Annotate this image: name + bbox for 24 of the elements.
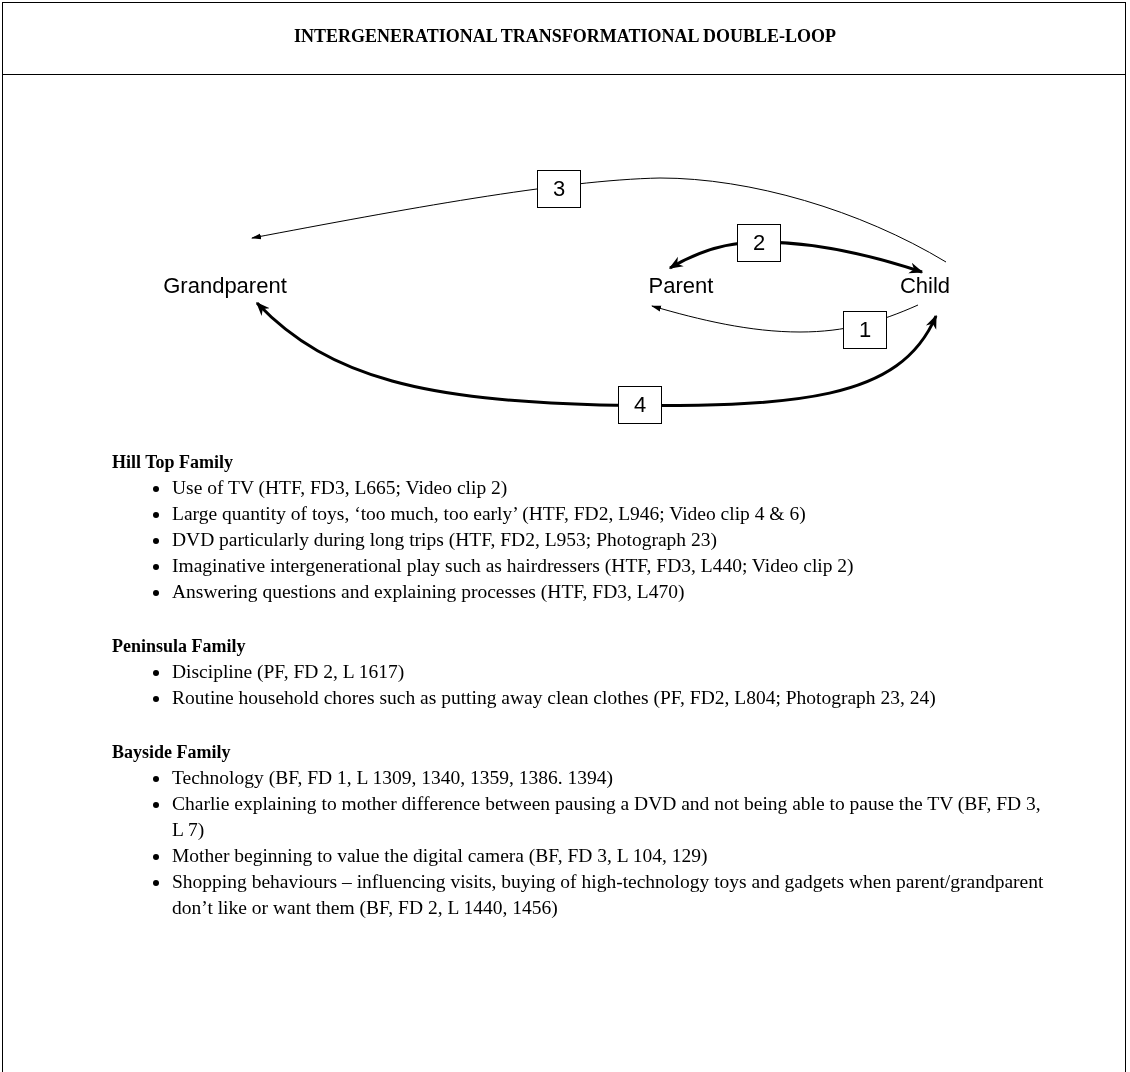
bullet-text: Answering questions and explaining processes (HTF, FD3, L470)	[172, 581, 685, 602]
bullet-text: Charlie explaining to mother difference between pausing a DVD and not being able to pause the TV (BF, FD 3, L 7)	[172, 793, 1041, 840]
bullet-text: Mother beginning to value the digital camera (BF, FD 3, L 104, 129)	[172, 845, 708, 866]
bullet-text: Shopping behaviours – influencing visits, buying of high-technology toys and gadgets when parent/grandparent don’t like or want them (BF, FD 2, L 1440, 1456)	[172, 871, 1044, 918]
bullet-text: Technology (BF, FD 1, L 1309, 1340, 1359, 1386. 1394)	[172, 767, 614, 788]
edge-label: 1	[843, 311, 887, 349]
section-heading: Hill Top Family	[112, 451, 235, 474]
bullet-text: Use of TV (HTF, FD3, L665; Video clip 2)	[172, 477, 508, 498]
bullet-text: Routine household chores such as putting away clean clothes (PF, FD2, L804; Photograph 23, 24)	[172, 687, 936, 708]
section-heading: Peninsula Family	[112, 635, 247, 658]
edge-label: 2	[737, 224, 781, 262]
section-heading: Bayside Family	[112, 741, 232, 764]
bullet-text: Discipline (PF, FD 2, L 1617)	[172, 661, 405, 682]
edge-label: 4	[618, 386, 662, 424]
arrow	[251, 177, 947, 263]
node-label: Child	[897, 271, 953, 301]
bullet-text: DVD particularly during long trips (HTF, FD2, L953; Photograph 23)	[172, 529, 717, 550]
arrow	[255, 301, 938, 407]
bullet-text: Large quantity of toys, ‘too much, too early’ (HTF, FD2, L946; Video clip 4 & 6)	[172, 503, 806, 524]
edge-label: 3	[537, 170, 581, 208]
node-label: Grandparent	[161, 271, 289, 301]
node-label: Parent	[646, 271, 716, 301]
bullet-text: Imaginative intergenerational play such as hairdressers (HTF, FD3, L440; Video clip 2)	[172, 555, 854, 576]
title: INTERGENERATIONAL TRANSFORMATIONAL DOUBLE-LOOP	[292, 26, 838, 47]
